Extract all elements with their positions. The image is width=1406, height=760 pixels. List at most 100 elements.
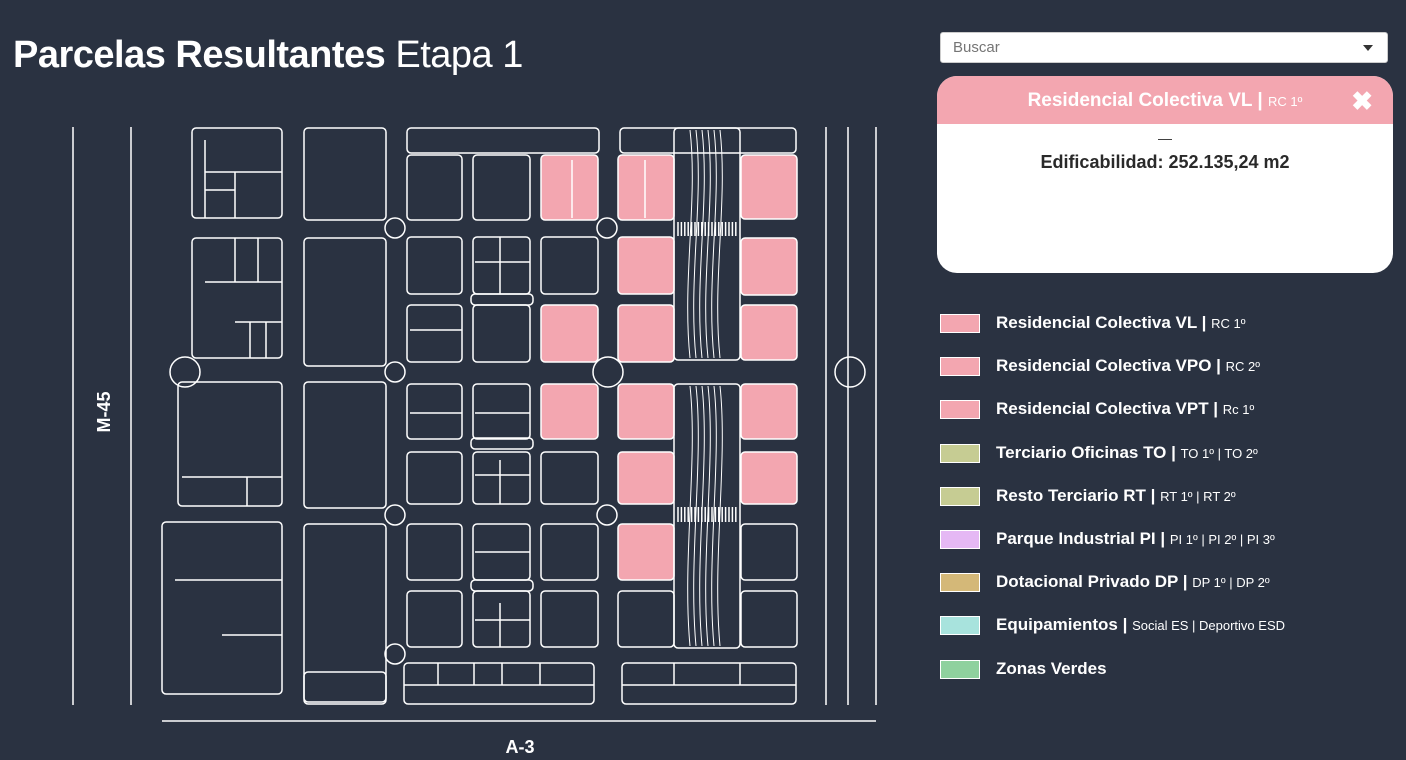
roundabout (384, 504, 406, 526)
parcel (303, 237, 387, 367)
greenway-path (705, 129, 711, 359)
page-title-stage: Etapa 1 (395, 34, 523, 76)
parcel (303, 127, 387, 221)
parcel-residential[interactable] (740, 304, 798, 361)
parcel (406, 383, 463, 440)
parcel (406, 523, 463, 581)
popup-separator: — (1158, 130, 1172, 146)
parcel-residential[interactable] (617, 523, 675, 581)
parcel (406, 451, 463, 505)
parcel (406, 236, 463, 295)
legend-detail: DP 1º | DP 2º (1192, 575, 1270, 591)
parcel (472, 236, 531, 295)
greenway-path (699, 129, 705, 359)
legend-detail: RC 1º (1211, 316, 1246, 331)
legend-detail: Social ES | Deportivo ESD (1132, 618, 1286, 634)
legend-detail: Rc 1º (1222, 402, 1255, 418)
page-title: Parcelas Resultantes Etapa 1 (13, 34, 523, 77)
parcel (470, 579, 534, 592)
legend-detail: RT 1º | RT 2º (1160, 488, 1236, 504)
parcel (472, 304, 531, 363)
legend-swatch (940, 486, 980, 506)
parcel (191, 237, 283, 359)
legend-swatch (940, 400, 980, 420)
legend-label: Equipamientos | (996, 615, 1128, 635)
legend-swatch (940, 357, 980, 377)
legend-label: Residencial Colectiva VPT | (996, 399, 1219, 419)
legend-swatch (940, 314, 980, 333)
roundabout (592, 356, 624, 388)
search-select[interactable] (940, 32, 1388, 63)
parcel (621, 662, 797, 705)
parcel-residential[interactable] (617, 304, 675, 363)
legend-label: Terciario Oficinas TO | (996, 442, 1176, 462)
legend-swatch (940, 573, 980, 593)
legend-detail: RC 2º (1225, 359, 1261, 375)
legend-label: Zonas Verdes (996, 658, 1107, 678)
legend-swatch (940, 443, 980, 463)
greenway-path (693, 129, 699, 359)
legend-swatch (940, 659, 980, 679)
roundabout (596, 504, 618, 526)
parcel-residential[interactable] (740, 383, 798, 440)
popup-edificabilidad: Edificabilidad: 252.135,24 m2 (1040, 152, 1290, 172)
close-icon[interactable]: ✖ (1351, 86, 1373, 116)
greenway-path (711, 129, 717, 359)
legend-detail: TO 1º | TO 2º (1180, 445, 1258, 461)
parcel-residential[interactable] (740, 237, 798, 296)
urban-plan-map[interactable]: M-45 A-3 (0, 0, 930, 760)
parcel (472, 451, 531, 505)
search-input[interactable] (941, 33, 1365, 62)
parcel-residential[interactable] (617, 154, 675, 221)
parcel (472, 154, 531, 221)
parcel (740, 523, 798, 581)
parcel (540, 451, 599, 505)
parcel (406, 304, 463, 363)
roundabout (384, 643, 406, 665)
greenway-path (687, 385, 693, 647)
parcel (303, 523, 387, 705)
parcel (191, 127, 283, 219)
legend-label: Dotacional Privado DP | (996, 572, 1188, 592)
page-title-main: Parcelas Resultantes (13, 34, 386, 76)
parcel (673, 383, 741, 649)
roundabout (384, 361, 406, 383)
parcel-residential[interactable] (540, 383, 599, 440)
parcel (470, 437, 534, 450)
parcel (673, 127, 741, 361)
parcel-residential[interactable] (740, 451, 798, 505)
roundabout (596, 217, 618, 239)
parcel (472, 383, 531, 440)
parcel (303, 381, 387, 509)
popup-subtitle: RC 1º (1268, 94, 1303, 109)
parcel (177, 381, 283, 507)
legend-label: Residencial Colectiva VPO | (996, 356, 1221, 376)
parcel-residential[interactable] (540, 154, 599, 221)
greenway-path (717, 129, 723, 359)
parcel (472, 590, 531, 648)
roundabout (384, 217, 406, 239)
road-label-a3: A-3 (505, 737, 534, 757)
parcel (617, 590, 675, 648)
parcel-residential[interactable] (617, 236, 675, 295)
parcel (540, 590, 599, 648)
parcel (740, 590, 798, 648)
greenway-path (717, 385, 723, 647)
roundabout (834, 356, 866, 388)
legend-detail: PI 1º | PI 2º | PI 3º (1169, 531, 1275, 547)
parcel (406, 127, 600, 154)
parcel-residential[interactable] (617, 451, 675, 505)
road-label-m45: M-45 (94, 391, 114, 432)
legend-label: Residencial Colectiva VL | (996, 313, 1207, 332)
parcel (540, 523, 599, 581)
legend-label: Resto Terciario RT | (996, 485, 1156, 505)
parcel-residential[interactable] (617, 383, 675, 440)
roundabout (169, 356, 201, 388)
caret-down-icon[interactable] (1363, 45, 1373, 51)
parcel-residential[interactable] (740, 154, 798, 220)
parcel-residential[interactable] (540, 304, 599, 363)
popup-title: Residencial Colectiva VL | (1027, 90, 1263, 111)
legend-swatch (940, 616, 980, 636)
greenway-path (711, 385, 717, 647)
legend-swatch (940, 529, 980, 549)
